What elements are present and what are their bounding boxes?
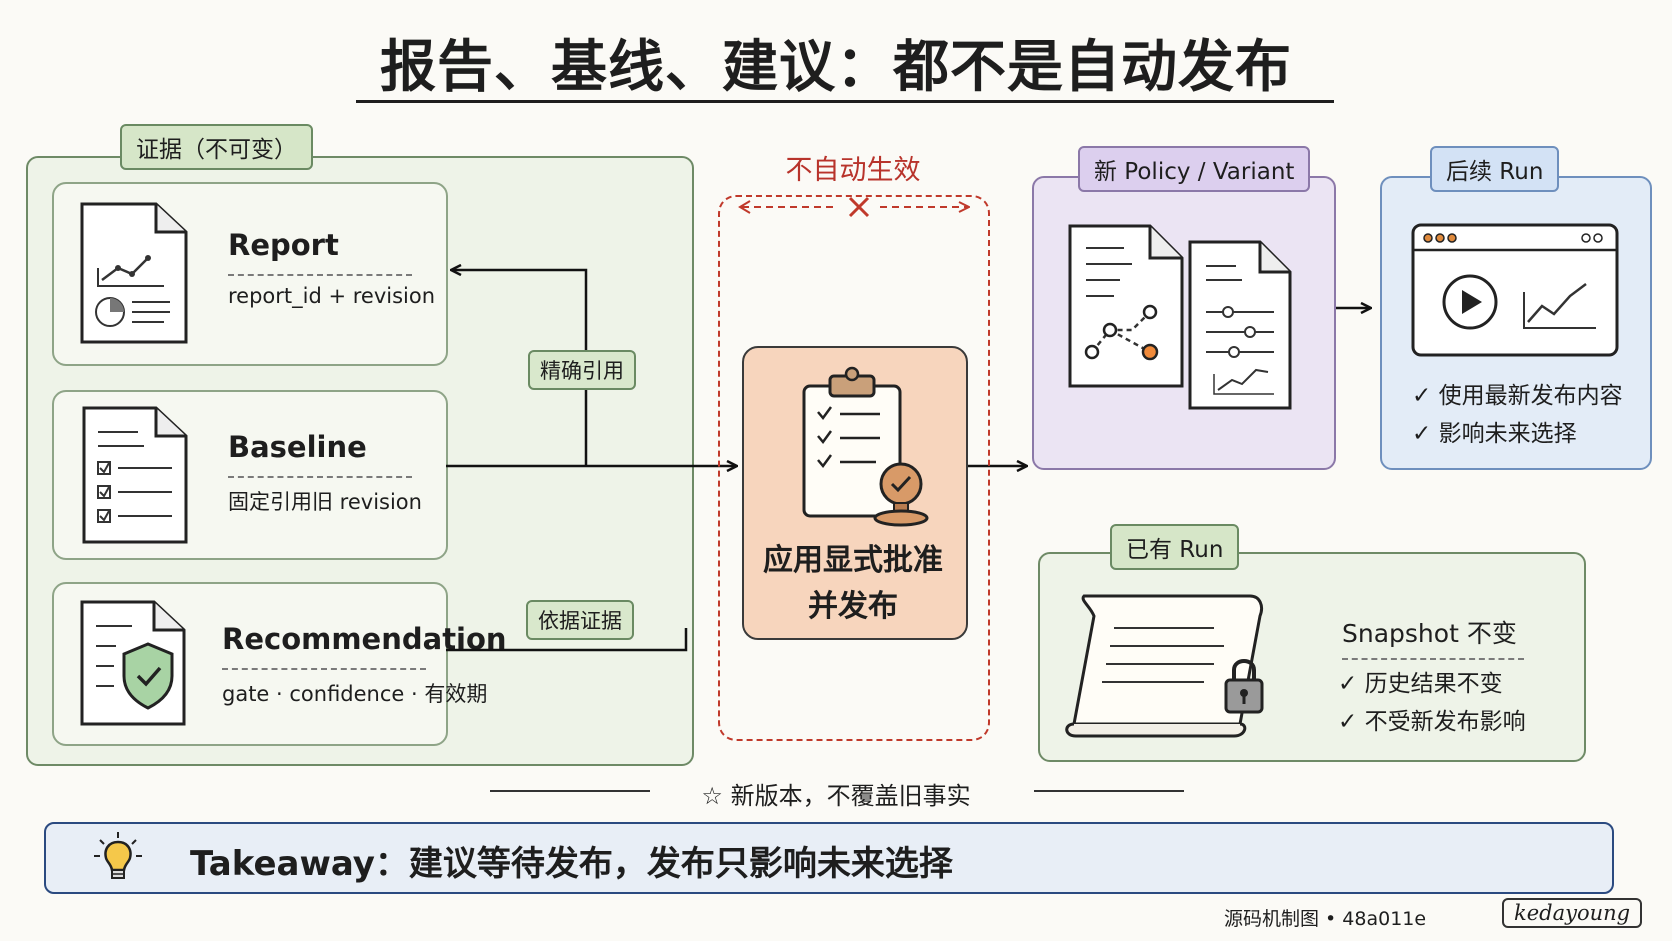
approve-text-line1: 应用显式批准: [763, 543, 943, 578]
page-title: 报告、基线、建议：都不是自动发布: [380, 34, 1292, 100]
footer-note: ☆ 新版本，不覆盖旧事实: [701, 782, 971, 810]
stamp-icon: [873, 462, 929, 527]
snapshot-title: Snapshot 不变: [1342, 614, 1524, 660]
basis-evidence-line: [446, 628, 688, 652]
policy-label: 新 Policy / Variant: [1078, 146, 1311, 192]
basis-evidence-label: 依据证据: [526, 600, 634, 640]
precise-ref-label: 精确引用: [528, 350, 636, 390]
baseline-title: Baseline: [228, 430, 367, 464]
baseline-doc-icon: [82, 406, 188, 544]
report-doc-icon: [80, 202, 188, 344]
not-auto-label: 不自动生效: [785, 155, 921, 186]
baseline-subtitle: 固定引用旧 revision: [228, 476, 422, 516]
next-run-label: 后续 Run: [1430, 146, 1560, 192]
next-run-item-1: ✓ 使用最新发布内容: [1412, 383, 1623, 409]
existing-run-item-1: ✓ 历史结果不变: [1338, 671, 1503, 697]
approve-text-line2: 并发布: [808, 589, 898, 624]
variant-doc-icon: [1188, 240, 1292, 410]
report-title: Report: [228, 228, 339, 262]
existing-run-item-2: ✓ 不受新发布影响: [1338, 709, 1526, 735]
report-subtitle: report_id + revision: [228, 274, 435, 308]
takeaway-text: Takeaway：建议等待发布，发布只影响未来选择: [190, 844, 953, 884]
title-underline: [356, 100, 1334, 103]
browser-window-icon: [1411, 223, 1619, 357]
policy-doc-icon: [1068, 224, 1184, 388]
evidence-label: 证据（不可变）: [120, 124, 313, 170]
footer-rule-left: [490, 790, 650, 792]
approve-text: 应用显式批准 并发布: [742, 538, 964, 630]
signature: kedayoung: [1502, 898, 1643, 928]
play-icon: [1442, 274, 1498, 330]
takeaway-bar: [44, 822, 1614, 894]
lightbulb-icon: [94, 832, 142, 879]
lock-icon: [1224, 659, 1264, 714]
credit-text: 源码机制图 • 48a011e: [1224, 908, 1427, 930]
scroll-icon: [1065, 594, 1264, 738]
clipboard-icon: [802, 366, 902, 518]
next-run-item-2: ✓ 影响未来选择: [1412, 421, 1577, 447]
recommendation-doc-icon: [80, 600, 186, 726]
footer-rule-right: [1034, 790, 1184, 792]
precise-ref-arrow: [452, 270, 588, 466]
existing-run-label: 已有 Run: [1110, 524, 1240, 570]
block-x-icon: [848, 196, 870, 218]
no-auto-apply-zone: [718, 195, 990, 741]
